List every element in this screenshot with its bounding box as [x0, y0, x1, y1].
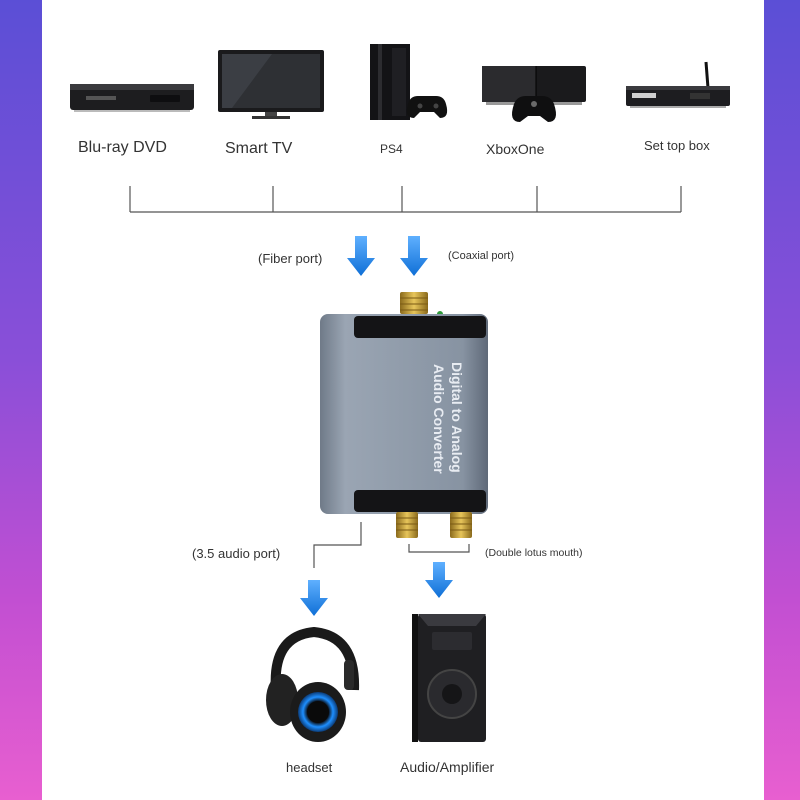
- headset-icon: [266, 626, 360, 742]
- amplifier-label: Audio/Amplifier: [400, 759, 495, 775]
- headset-arrow-icon: [300, 580, 328, 616]
- audio35-port-label: (3.5 audio port): [192, 546, 281, 561]
- set-top-box-icon: [626, 61, 730, 108]
- ps4-controller-icon: [406, 96, 448, 118]
- fiber-port-label: (Fiber port): [258, 251, 323, 266]
- amplifier-arrow-icon: [425, 562, 453, 598]
- fiber-arrow-icon: [347, 236, 375, 276]
- lotus-port-label: (Double lotus mouth): [485, 547, 583, 559]
- coaxial-port-label: (Coaxial port): [448, 250, 515, 262]
- converter-label-line1: Digital to Analog: [449, 362, 465, 473]
- smarttv-label: Smart TV: [225, 140, 293, 157]
- device-bracket-lines: [129, 186, 682, 213]
- smart-tv-icon: [218, 50, 324, 119]
- headset-label: headset: [286, 760, 333, 775]
- ps4-label: PS4: [380, 142, 403, 156]
- converter-label-line2: Audio Converter: [431, 364, 447, 474]
- xbox-label: XboxOne: [486, 141, 545, 157]
- xbox-controller-icon: [512, 96, 556, 122]
- bluray-player-icon: [70, 84, 194, 112]
- coaxial-arrow-icon: [400, 236, 428, 276]
- dac-converter-device: Digital to Analog Audio Converter: [320, 292, 488, 538]
- output-connector-lines: [313, 522, 470, 568]
- settop-label: Set top box: [644, 138, 710, 153]
- speaker-amplifier-icon: [412, 614, 486, 742]
- ps4-console-icon: [370, 44, 410, 120]
- bluray-label: Blu-ray DVD: [78, 139, 167, 156]
